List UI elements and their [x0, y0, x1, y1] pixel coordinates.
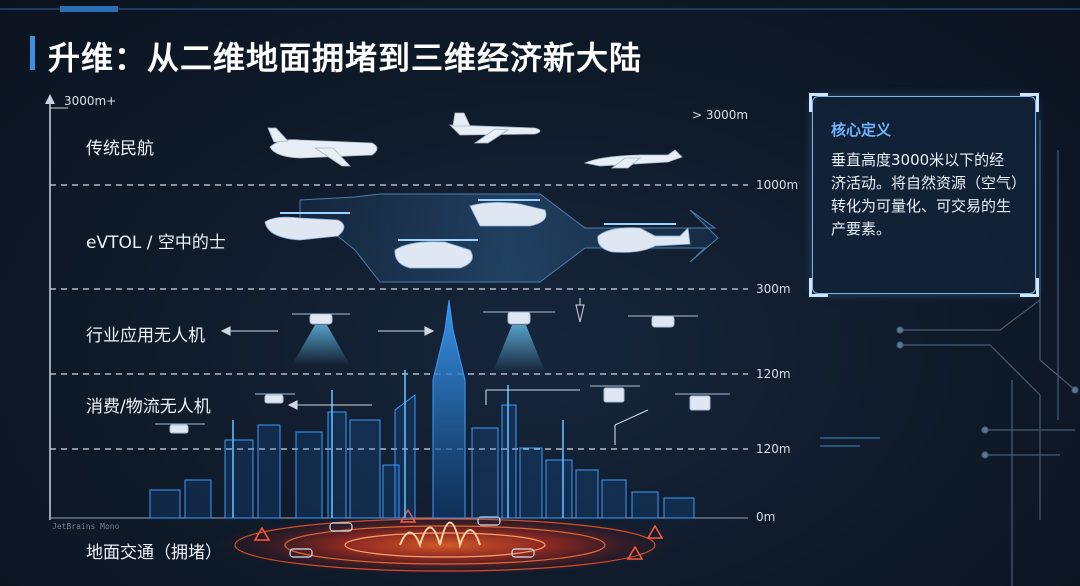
signal-tower-icon [576, 298, 584, 322]
panel-corner [809, 278, 828, 297]
altitude-label-top: 3000m+ [64, 94, 116, 108]
altitude-label-120-lower: 120m [756, 442, 791, 456]
panel-body-text: 垂直高度3000米以下的经济活动。将自然资源（空气）转化为可量化、可交易的生产要… [831, 149, 1019, 241]
jet-icon [450, 113, 540, 143]
panel-corner [1020, 278, 1039, 297]
altitude-label-0: 0m [756, 510, 775, 524]
panel-corner [1020, 93, 1039, 112]
altitude-label-above: > 3000m [692, 108, 748, 122]
level-label-ground-traffic: 地面交通（拥堵） [86, 538, 222, 563]
panel-corner [809, 93, 828, 112]
scan-beam [292, 325, 545, 372]
level-label-evtol: eVTOL / 空中的士 [86, 228, 226, 253]
font-caption: JetBrains Mono [52, 522, 119, 531]
level-label-civil-aviation: 传统民航 [86, 134, 154, 159]
airliner-icon [268, 128, 377, 166]
altitude-label-300: 300m [756, 282, 791, 296]
city-skyline [150, 300, 694, 518]
panel-heading: 核心定义 [831, 119, 891, 140]
altitude-label-120-upper: 120m [756, 367, 791, 381]
core-definition-panel: 核心定义 垂直高度3000米以下的经济活动。将自然资源（空气）转化为可量化、可交… [812, 96, 1036, 294]
altitude-label-1000: 1000m [756, 178, 798, 192]
ground-traffic-glow [215, 515, 675, 575]
fighter-jet-icon [585, 150, 682, 168]
level-label-industry-drones: 行业应用无人机 [86, 321, 205, 346]
level-label-consumer-drones: 消费/物流无人机 [86, 392, 211, 417]
